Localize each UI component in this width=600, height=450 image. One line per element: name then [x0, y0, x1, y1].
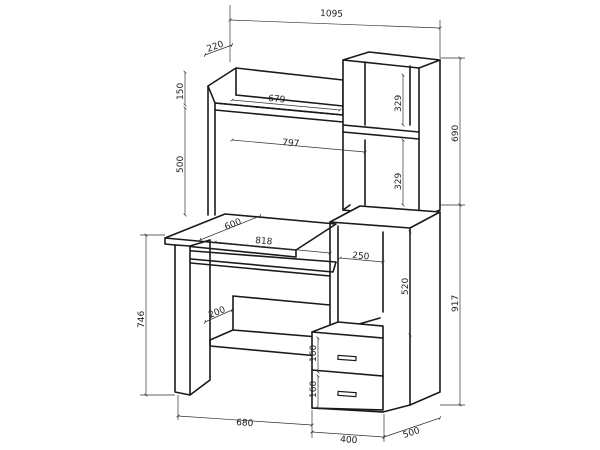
dim-cabinet-inner-width: 250 — [352, 251, 370, 262]
dim-drawer-top: 160 — [309, 345, 319, 362]
dim-desk-top-width: 818 — [255, 236, 273, 247]
dim-cabinet-shelf-upper: 329 — [394, 95, 404, 112]
drawer-handle-top[interactable] — [337, 354, 357, 362]
dim-shelf-width: 679 — [268, 94, 286, 105]
dim-base-left-width: 680 — [236, 418, 254, 429]
dim-shelf-gap-top: 150 — [176, 83, 186, 100]
drawer-handle-bottom[interactable] — [337, 390, 357, 398]
dim-shelf-depth: 220 — [206, 39, 226, 54]
dim-desk-height: 746 — [137, 311, 147, 328]
drawer-unit — [311, 321, 411, 413]
dimension-lines — [140, 5, 465, 442]
superstructure — [207, 51, 441, 219]
dim-base-height: 917 — [451, 295, 461, 312]
dim-desk-width: 797 — [282, 138, 300, 149]
dim-total-width: 1095 — [320, 9, 343, 20]
dim-superstructure-height: 690 — [451, 125, 461, 142]
tall-column — [342, 51, 441, 219]
dim-base-depth: 500 — [402, 426, 422, 441]
dim-drawer-bottom: 160 — [309, 381, 319, 398]
dim-cabinet-shelf-lower: 329 — [394, 173, 404, 190]
dim-base-right-width: 400 — [340, 435, 358, 446]
dim-cabinet-height: 520 — [401, 278, 411, 295]
dim-superstructure-gap: 500 — [176, 156, 186, 173]
dimension-labels: 1095 220 150 679 329 690 500 797 329 600… — [137, 9, 461, 446]
